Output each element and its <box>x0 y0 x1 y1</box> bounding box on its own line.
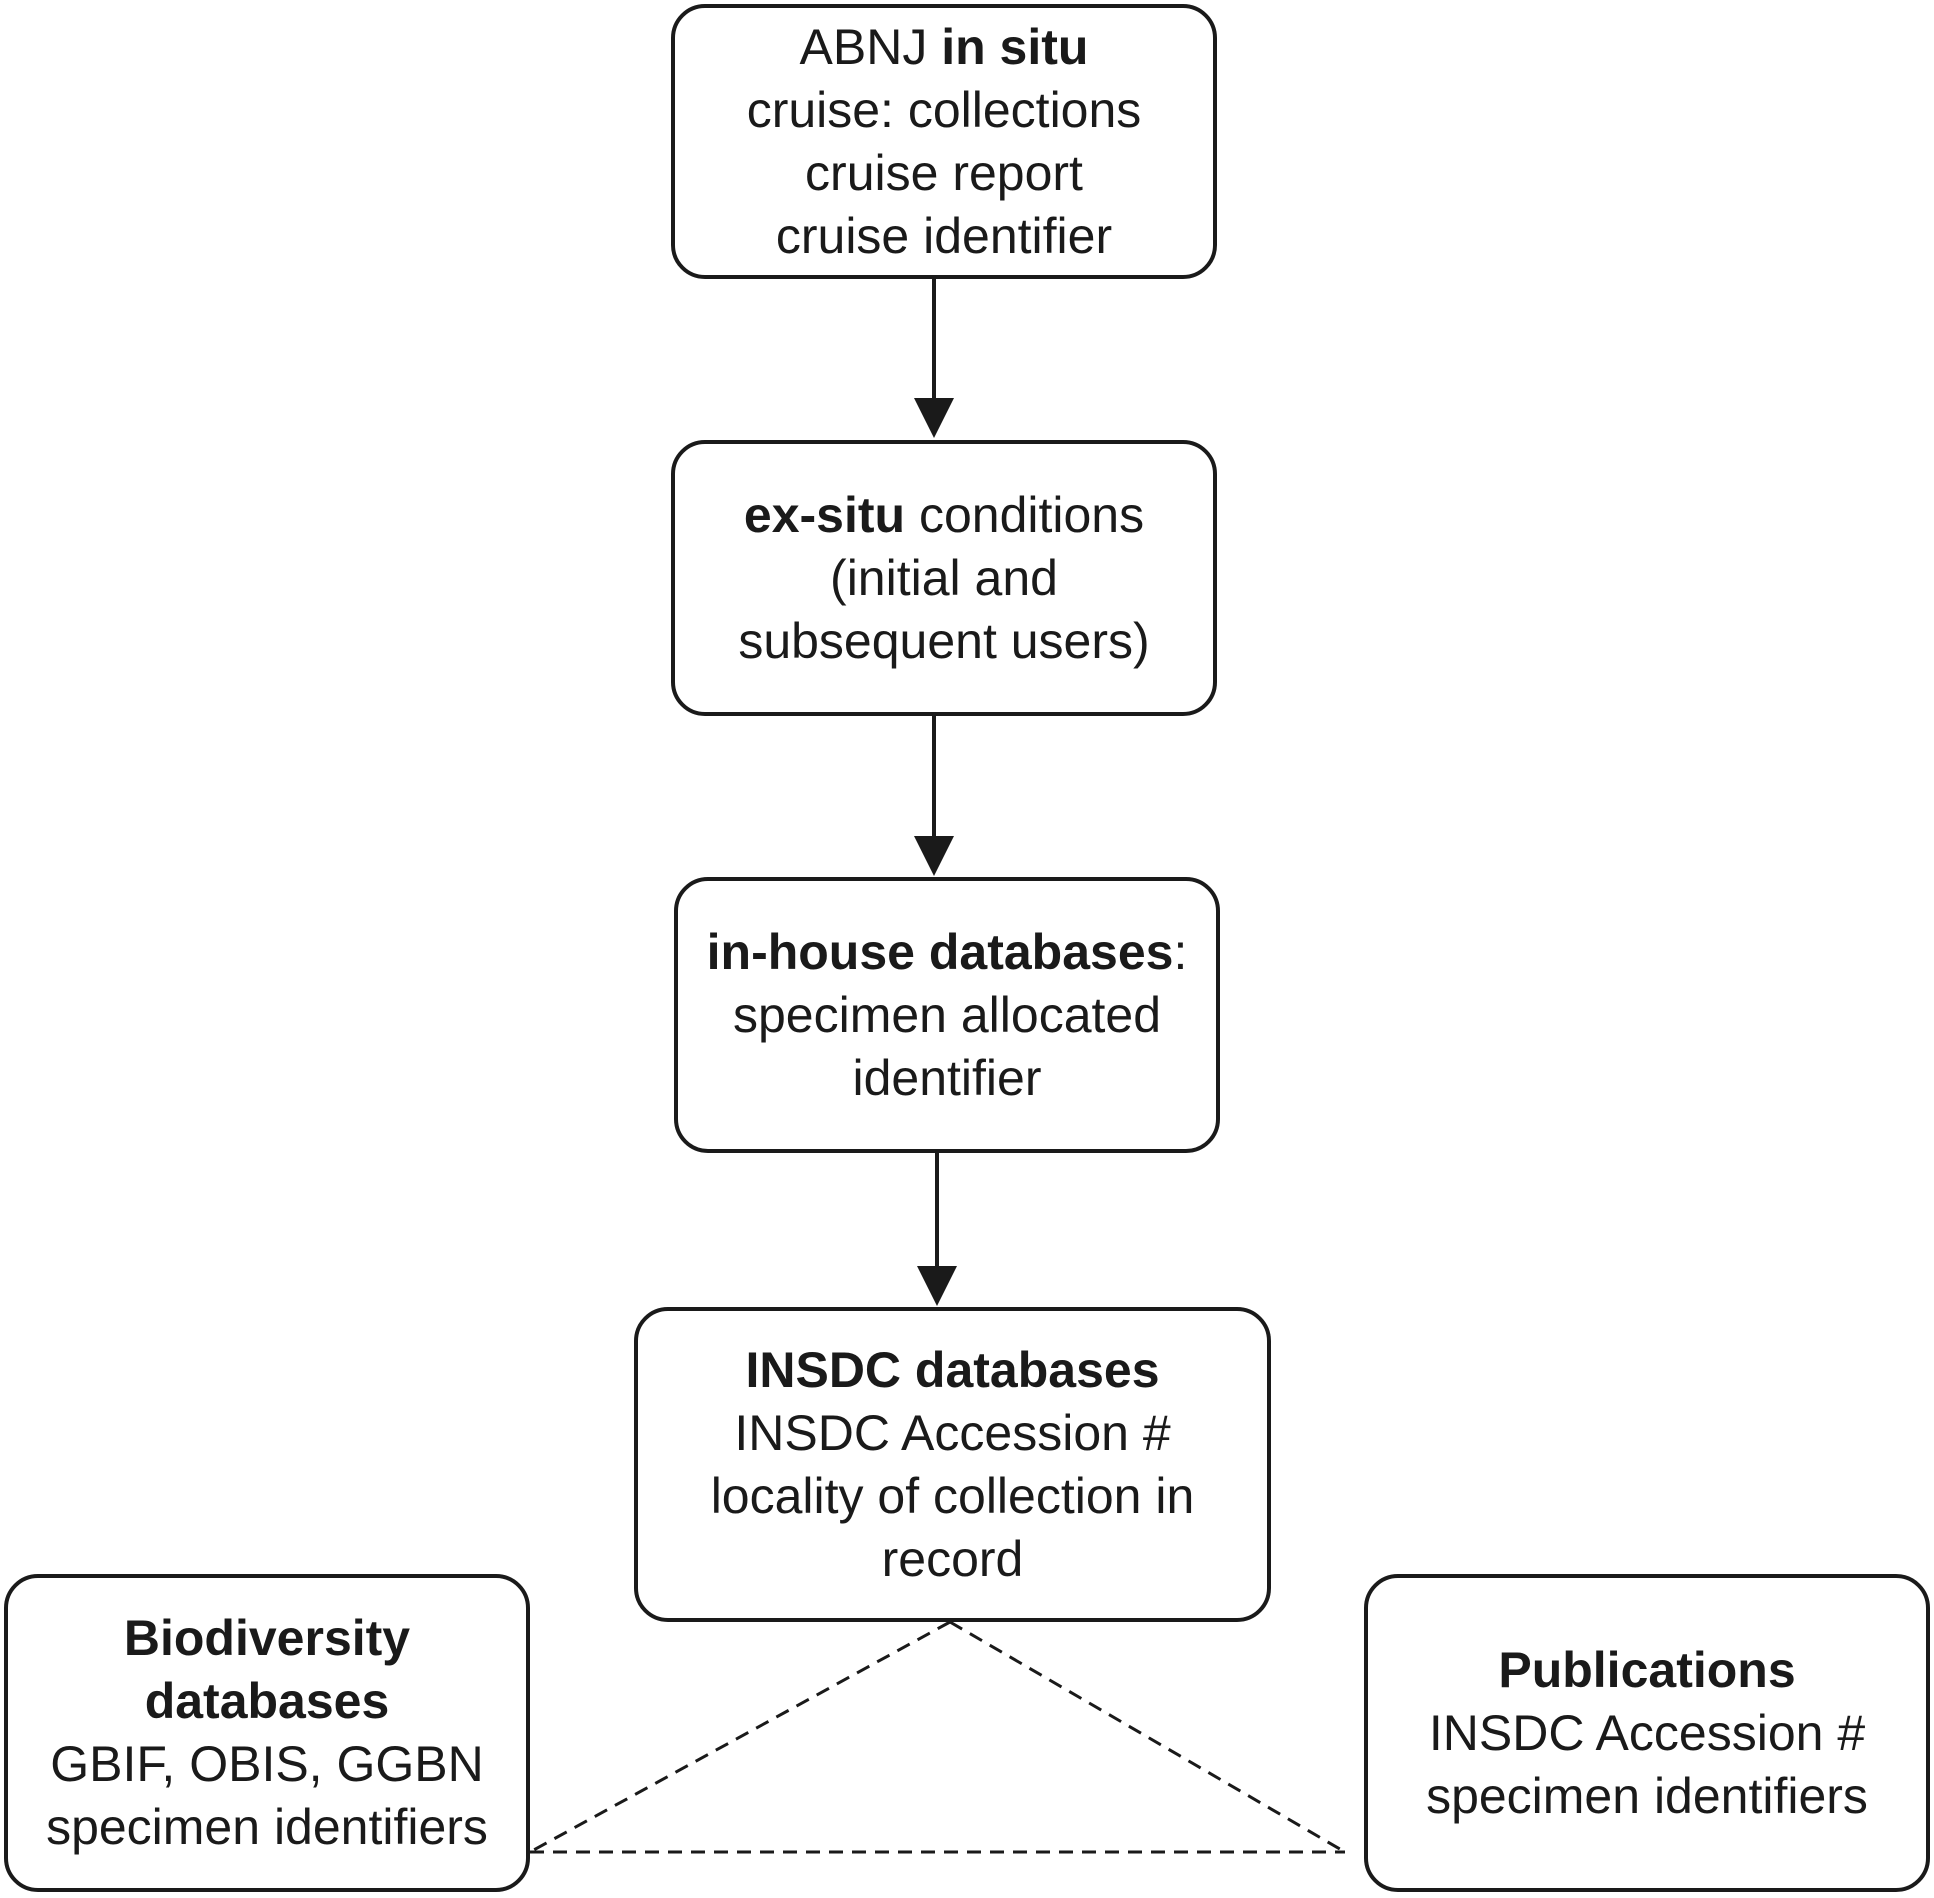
colon-label: : <box>1173 923 1188 980</box>
ex-situ-label: ex-situ <box>743 486 906 543</box>
identifier-text: identifier <box>852 1049 1042 1106</box>
dashed-insdc-to-publications <box>949 1620 1346 1854</box>
dashed-insdc-to-biodiversity <box>529 1620 951 1854</box>
databases-title: databases <box>144 1673 390 1729</box>
specimen-allocated-text: specimen allocated <box>732 986 1162 1043</box>
initial-and-text: (initial and <box>830 549 1058 606</box>
insdc-databases-box: INSDC databases INSDC Accession # locali… <box>634 1307 1271 1622</box>
abnj-in-situ-box: ABNJ in situ cruise: collections cruise … <box>671 4 1217 279</box>
ex-situ-conditions-box: ex-situ conditions (initial and subseque… <box>671 440 1217 716</box>
record-text: record <box>881 1530 1024 1587</box>
in-house-databases-box: in-house databases: specimen allocated i… <box>674 877 1220 1153</box>
abnj-in-situ-title: ABNJ in situ <box>800 16 1089 79</box>
specimen-identifiers-text: specimen identifiers <box>46 1799 488 1855</box>
insdc-databases-title: INSDC databases <box>745 1341 1160 1398</box>
publications-title: Publications <box>1498 1641 1796 1698</box>
publications-box: Publications INSDC Accession # specimen … <box>1364 1574 1930 1892</box>
abnj-label: ABNJ <box>799 18 942 75</box>
ex-situ-title: ex-situ conditions <box>744 484 1144 547</box>
subsequent-users-text: subsequent users) <box>738 612 1150 669</box>
biodiversity-databases-box: Biodiversity databases GBIF, OBIS, GGBN … <box>4 1574 530 1892</box>
cruise-identifier-text: cruise identifier <box>775 207 1113 264</box>
insdc-accession-text: INSDC Accession # <box>734 1404 1171 1461</box>
conditions-label: conditions <box>905 486 1145 543</box>
in-house-databases-label: in-house databases <box>706 923 1174 980</box>
specimen-identifiers-text: specimen identifiers <box>1426 1767 1868 1824</box>
insdc-accession-text: INSDC Accession # <box>1428 1704 1866 1761</box>
cruise-collections-text: cruise: collections <box>746 81 1142 138</box>
in-house-title: in-house databases: <box>707 921 1188 984</box>
gbif-obis-ggbn-text: GBIF, OBIS, GGBN <box>50 1736 484 1792</box>
biodiversity-title: Biodiversity <box>123 1610 411 1666</box>
locality-of-collection-text: locality of collection in <box>710 1467 1195 1524</box>
cruise-report-text: cruise report <box>805 144 1083 201</box>
in-situ-label: in situ <box>941 18 1089 75</box>
